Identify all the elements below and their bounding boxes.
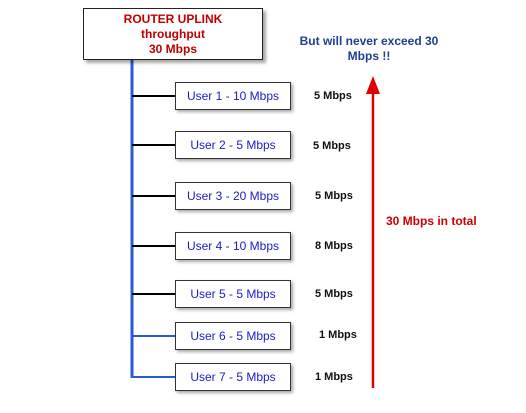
note-max-throughput: But will never exceed 30 Mbps !! (299, 34, 439, 63)
user-box-1: User 1 - 10 Mbps (175, 82, 291, 110)
user-box-2: User 2 - 5 Mbps (175, 131, 291, 159)
total-arrow-head (366, 76, 380, 94)
user-box-7: User 7 - 5 Mbps (175, 363, 291, 391)
user-rate-7: 1 Mbps (315, 371, 353, 383)
user-rate-4: 8 Mbps (315, 240, 353, 252)
user-rate-5: 5 Mbps (315, 288, 353, 300)
router-title: ROUTER UPLINK (123, 11, 223, 26)
router-uplink-box: ROUTER UPLINK throughput 30 Mbps (83, 8, 263, 60)
user-box-6: User 6 - 5 Mbps (175, 322, 291, 350)
note-total-throughput: 30 Mbps in total (386, 214, 477, 228)
user-box-5: User 5 - 5 Mbps (175, 280, 291, 308)
user-rate-2: 5 Mbps (313, 140, 351, 152)
user-box-3: User 3 - 20 Mbps (175, 182, 291, 210)
user-rate-3: 5 Mbps (315, 190, 353, 202)
router-speed: 30 Mbps (148, 41, 197, 56)
user-rate-6: 1 Mbps (319, 329, 357, 341)
user-rate-1: 5 Mbps (314, 90, 352, 102)
router-subtitle: throughput (141, 26, 205, 41)
user-box-4: User 4 - 10 Mbps (175, 232, 291, 260)
